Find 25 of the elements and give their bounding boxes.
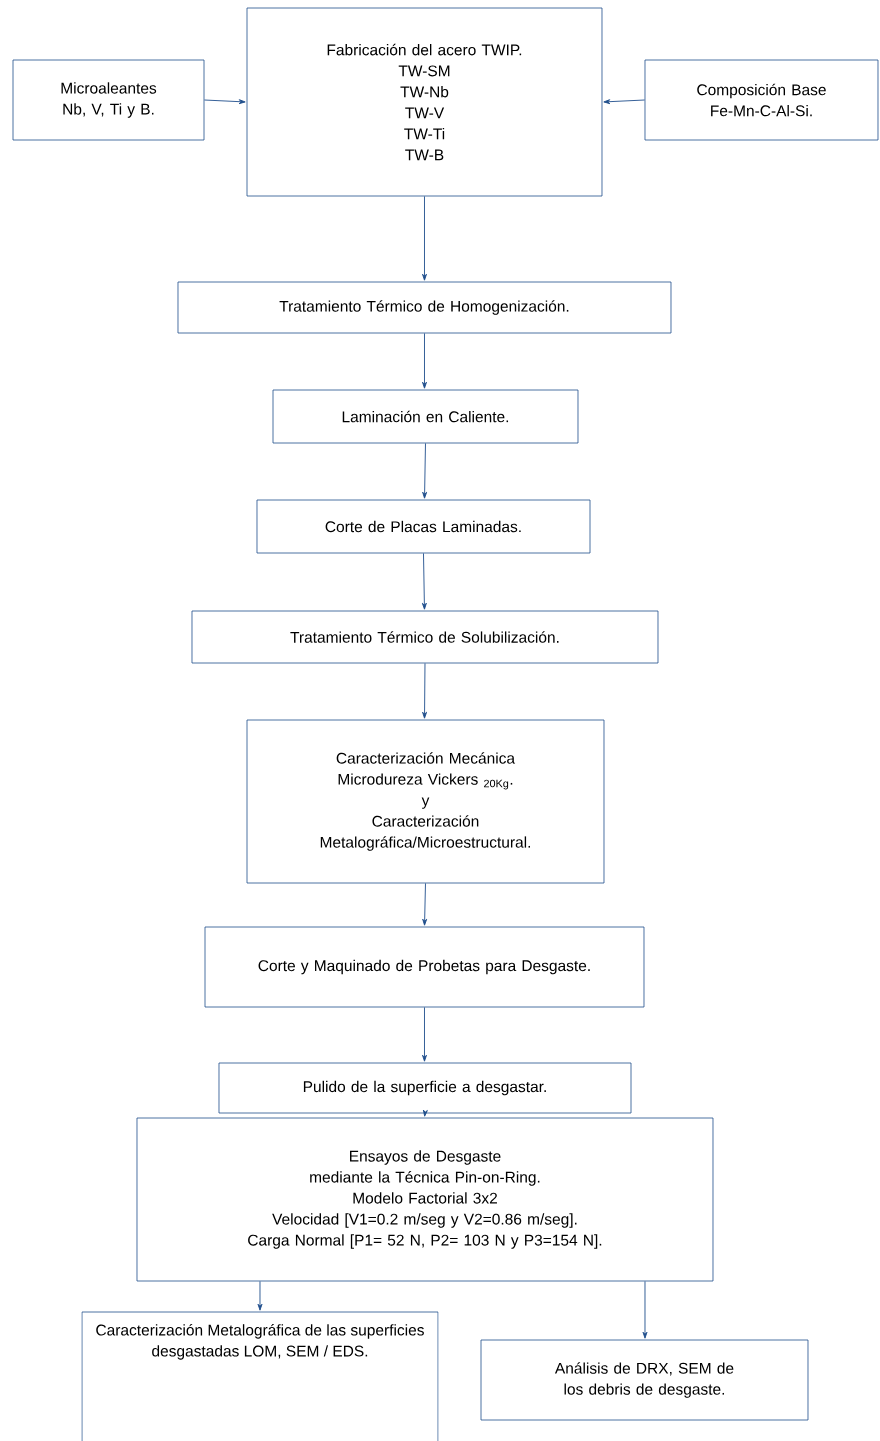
process-box: Fabricación del acero TWIP. TW-SM TW-Nb TW-V TW-Ti TW-B — [246, 7, 603, 197]
arrow — [421, 552, 427, 610]
process-box: Laminación en Caliente. — [272, 389, 579, 444]
arrow — [603, 99, 646, 105]
arrow — [642, 1280, 648, 1339]
process-box: Corte y Maquinado de Probetas para Desgaste. — [204, 926, 645, 1008]
arrow — [203, 99, 246, 105]
arrow — [422, 1109, 428, 1117]
process-box: Composición Base Fe-Mn-C-Al-Si. — [644, 59, 879, 141]
process-box: Microaleantes Nb, V, Ti y B. — [12, 59, 205, 141]
process-box: Ensayos de Desgaste mediante la Técnica Pin-on-Ring. Modelo Factorial 3x2 Velocidad [V1=0.2 m/seg y V2=0.86 m/seg]. Carga Normal [P1= 52 N, P2= 103 N y P3=154 N]. — [136, 1117, 714, 1282]
arrow — [422, 332, 427, 389]
arrow — [257, 1280, 263, 1311]
process-box: Corte de Placas Laminadas. — [256, 499, 591, 554]
arrow — [422, 442, 428, 499]
process-box: Pulido de la superficie a desgastar. — [218, 1062, 632, 1114]
process-box: Tratamiento Térmico de Solubilización. — [191, 610, 659, 664]
process-box: Caracterización Mecánica Microdureza Vickers $_{20Kg}$. y Caracterización Metalográfica/Microestructural. — [246, 719, 605, 884]
arrow — [422, 662, 427, 719]
process-box: Caracterización Metalográfica de las superficies desgastadas LOM, SEM / EDS. — [81, 1311, 439, 1441]
arrow — [422, 1006, 427, 1062]
process-box: Análisis de DRX, SEM de los debris de desgaste. — [480, 1339, 809, 1421]
arrow — [422, 882, 428, 926]
arrow — [422, 195, 427, 281]
process-box: Tratamiento Térmico de Homogenización. — [177, 281, 672, 334]
